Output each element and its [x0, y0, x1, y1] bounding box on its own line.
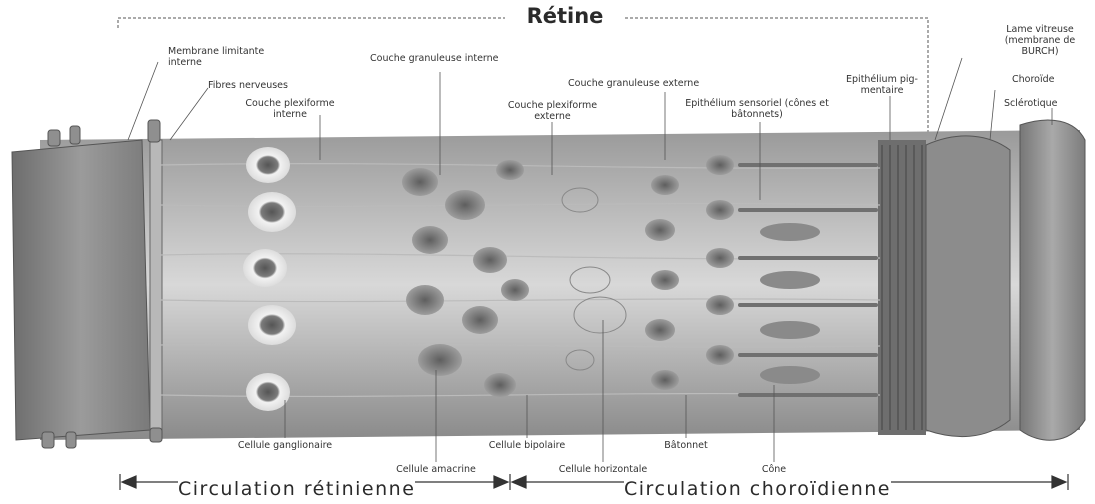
label-epithelium-pigmentaire: Epithélium pig- mentaire — [836, 74, 928, 96]
label-couche-granuleuse-externe: Couche granuleuse externe — [568, 78, 699, 89]
label-cone: Cône — [744, 464, 804, 475]
label-fibres-nerveuses: Fibres nerveuses — [208, 80, 288, 91]
label-circulation-choroidienne: Circulation choroïdienne — [624, 478, 891, 500]
label-cellule-ganglionaire: Cellule ganglionaire — [225, 440, 345, 451]
label-cellule-horizontale: Cellule horizontale — [538, 464, 668, 475]
label-epithelium-sensoriel: Epithélium sensoriel (cônes et bâtonnets… — [672, 98, 842, 120]
nerve-fiber-column — [150, 140, 162, 430]
label-cellule-bipolaire: Cellule bipolaire — [470, 440, 584, 451]
label-cellule-amacrine: Cellule amacrine — [378, 464, 494, 475]
label-membrane-limitante: Membrane limitante interne — [168, 46, 268, 68]
label-sclerotique: Sclérotique — [1004, 98, 1058, 109]
label-batonnet: Bâtonnet — [646, 440, 726, 451]
label-couche-plexiforme-externe: Couche plexiforme externe — [490, 100, 615, 122]
sclera-block — [1020, 120, 1085, 440]
choroid-block — [926, 136, 1010, 437]
retine-title: Rétine — [505, 4, 625, 28]
label-choroide: Choroïde — [1012, 74, 1055, 85]
label-lame-vitreuse: Lame vitreuse (membrane de BURCH) — [1000, 24, 1080, 57]
retine-bracket-left — [118, 18, 505, 28]
label-circulation-retinienne: Circulation rétinienne — [178, 478, 415, 500]
label-couche-granuleuse-interne: Couche granuleuse interne — [370, 53, 499, 64]
pigment-band — [878, 140, 926, 435]
label-couche-plexiforme-interne: Couche plexiforme interne — [235, 98, 345, 120]
left-block — [12, 140, 150, 440]
